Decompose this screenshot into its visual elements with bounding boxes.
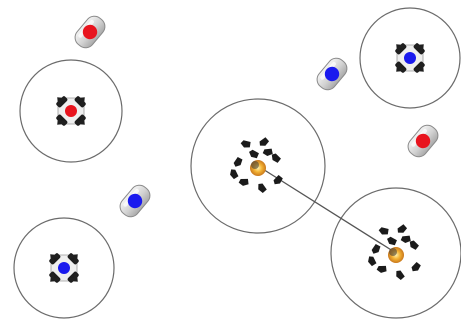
debris-fragment-icon <box>258 183 267 194</box>
turret-bracket-icon <box>69 273 78 282</box>
blue-turret-bottom-left[interactable] <box>48 252 79 283</box>
range-ring-layer <box>13 7 461 319</box>
debris-fragment-icon <box>238 178 249 186</box>
red-team-core-icon <box>82 24 98 40</box>
turret-bracket-icon <box>57 97 66 106</box>
red-pod-right[interactable] <box>404 122 441 161</box>
debris-fragment-icon <box>411 262 421 272</box>
debris-fragment-icon <box>400 235 411 243</box>
blue-pod-center-left[interactable] <box>116 182 153 221</box>
explosion-center <box>230 137 283 194</box>
debris-fragment-icon <box>397 224 408 233</box>
debris-fragment-icon <box>230 169 239 180</box>
debris-fragment-icon <box>378 227 389 235</box>
blue-pod-top-center[interactable] <box>313 55 350 94</box>
red-turret-left[interactable] <box>55 95 86 126</box>
explosion-bottom-right <box>368 224 421 281</box>
blue-team-core-icon <box>404 52 416 64</box>
turret-bracket-icon <box>76 97 85 106</box>
debris-fragment-icon <box>376 265 387 273</box>
blue-team-core-icon <box>127 193 143 209</box>
debris-fragment-icon <box>396 270 405 281</box>
blue-turret-top-right-range-ring <box>359 7 461 109</box>
unit-layer <box>48 13 441 283</box>
debris-fragment-icon <box>249 149 259 159</box>
debris-fragment-icon <box>259 137 270 146</box>
turret-bracket-icon <box>415 44 424 53</box>
debris-fragment-icon <box>233 157 243 167</box>
turret-bracket-icon <box>57 116 66 125</box>
debris-fragment-icon <box>409 240 419 250</box>
blue-team-core-icon <box>324 66 340 82</box>
debris-fragment-icon <box>240 140 251 148</box>
smoke-icon <box>251 161 259 169</box>
blue-team-core-icon <box>58 262 70 274</box>
debris-fragment-icon <box>368 256 377 267</box>
smoke-icon <box>389 248 397 256</box>
turret-bracket-icon <box>396 62 405 72</box>
red-team-core-icon <box>415 133 431 149</box>
turret-bracket-icon <box>76 116 85 125</box>
turret-bracket-icon <box>50 254 59 263</box>
blue-turret-bottom-left-range-ring <box>13 217 115 319</box>
turret-bracket-icon <box>50 273 59 282</box>
debris-fragment-icon <box>371 244 381 254</box>
blue-turret-top-right[interactable] <box>394 42 425 73</box>
red-pod-left[interactable] <box>71 13 108 52</box>
explosion-center-range-ring <box>190 98 326 234</box>
red-turret-left-range-ring <box>19 59 123 163</box>
turret-bracket-icon <box>415 62 424 72</box>
debris-fragment-icon <box>387 236 397 246</box>
debris-fragment-icon <box>273 175 283 185</box>
debris-fragment-icon <box>262 148 273 156</box>
explosion-bottom-right-range-ring <box>330 187 461 319</box>
debris-fragment-icon <box>271 153 281 163</box>
turret-bracket-icon <box>69 254 78 263</box>
turret-bracket-icon <box>396 44 405 53</box>
red-team-core-icon <box>65 105 77 117</box>
